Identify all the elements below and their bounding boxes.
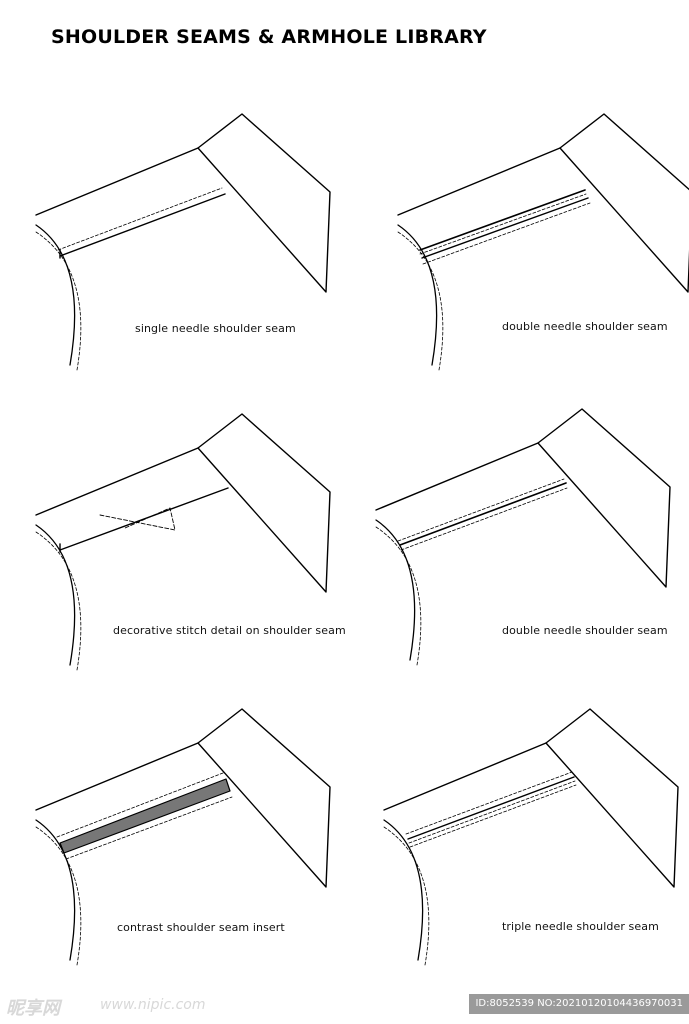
triple-needle-stitch-3: [409, 784, 577, 848]
image-id-badge: ID:8052539 NO:20210120104436970031: [469, 994, 689, 1014]
triple-needle-stitch-1: [405, 771, 573, 835]
watermark-logo: 昵享网: [6, 998, 60, 1019]
armhole-topstitch: [375, 526, 422, 666]
armhole-curve: [397, 224, 438, 366]
seam-caption: double needle shoulder seam: [502, 624, 668, 637]
armhole-topstitch: [35, 826, 82, 966]
shoulder-top-edge: [375, 442, 539, 511]
double-needle-stitch-2: [400, 487, 568, 551]
seam-illustration: [397, 113, 689, 371]
seam-panel-5: contrast shoulder seam insert: [30, 695, 360, 985]
seam-illustration: [35, 708, 331, 966]
collar-band: [197, 708, 331, 888]
decorative-cross-stitch: [99, 507, 176, 531]
sketch-group: [375, 408, 671, 666]
seam-caption: double needle shoulder seam: [502, 320, 668, 333]
double-needle-stitch-2: [422, 202, 591, 265]
shoulder-seam-line: [59, 487, 229, 551]
seam-illustration: [375, 408, 671, 666]
shoulder-top-edge: [35, 447, 199, 516]
armhole-curve: [35, 819, 76, 961]
seam-panel-1: single needle shoulder seam: [30, 100, 360, 390]
sketch-group: [397, 113, 689, 371]
seam-caption: contrast shoulder seam insert: [117, 921, 285, 934]
armhole-topstitch: [397, 231, 444, 371]
armhole-curve: [383, 819, 424, 961]
seam-panel-4: double needle shoulder seam: [370, 395, 689, 685]
contrast-insert-band: [59, 778, 231, 854]
shoulder-seam-line: [59, 193, 226, 257]
seam-caption: triple needle shoulder seam: [502, 920, 659, 933]
armhole-topstitch: [35, 231, 82, 371]
collar-band: [197, 113, 331, 293]
seam-illustration: [383, 708, 679, 966]
armhole-curve: [35, 524, 76, 666]
single-needle-stitch: [57, 187, 223, 251]
seam-caption: decorative stitch detail on shoulder sea…: [113, 624, 346, 637]
seam-panel-3: decorative stitch detail on shoulder sea…: [30, 400, 360, 690]
sketch-group: [35, 708, 331, 966]
double-needle-stitch-1: [397, 478, 565, 542]
seam-panel-6: triple needle shoulder seam: [378, 695, 689, 985]
double-needle-stitch-1: [419, 193, 587, 255]
shoulder-top-edge: [35, 742, 199, 811]
shoulder-seam-line: [407, 776, 575, 840]
shoulder-top-edge: [383, 742, 547, 811]
insert-topstitch-2: [65, 796, 233, 860]
collar-band: [559, 113, 689, 293]
collar-band: [537, 408, 671, 588]
insert-topstitch-1: [56, 772, 224, 838]
seam-caption: single needle shoulder seam: [135, 322, 296, 335]
shoulder-top-edge: [35, 147, 199, 216]
sketch-group: [383, 708, 679, 966]
armhole-curve: [35, 224, 76, 366]
shoulder-seam-line: [421, 197, 589, 259]
armhole-topstitch: [35, 531, 82, 671]
collar-band: [197, 413, 331, 593]
shoulder-top-edge: [397, 147, 561, 216]
shoulder-seam-line: [399, 482, 567, 546]
sketch-group: [35, 113, 331, 371]
seam-illustration: [35, 413, 331, 671]
triple-needle-stitch-2: [408, 780, 576, 844]
page-title: SHOULDER SEAMS & ARMHOLE LIBRARY: [51, 26, 487, 48]
sketch-group: [35, 413, 331, 671]
seam-panel-2: double needle shoulder seam: [392, 100, 689, 390]
armhole-topstitch: [383, 826, 430, 966]
armhole-curve: [375, 519, 416, 661]
shoulder-seam-line-2: [419, 189, 586, 251]
watermark-url: www.nipic.com: [100, 997, 206, 1013]
collar-band: [545, 708, 679, 888]
seam-illustration: [35, 113, 331, 371]
